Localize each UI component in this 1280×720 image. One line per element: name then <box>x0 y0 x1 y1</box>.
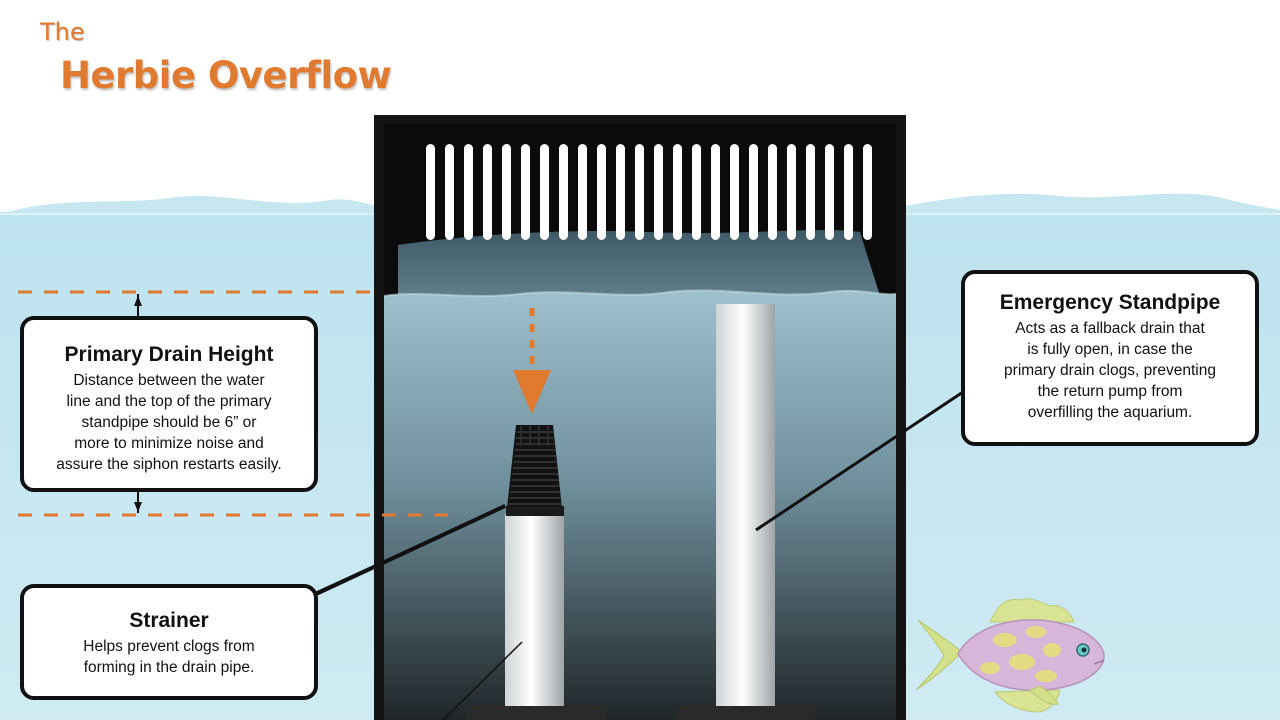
comb-slot <box>863 144 872 240</box>
comb-slot <box>483 144 492 240</box>
callout-line: Distance between the water <box>73 372 265 389</box>
callout-line: Helps prevent clogs from <box>83 638 255 655</box>
comb-slot <box>559 144 568 240</box>
comb-slot <box>426 144 435 240</box>
primary-drain-height-markers <box>18 290 460 517</box>
comb-slot <box>597 144 606 240</box>
callout-body: Distance between the water line and the … <box>24 370 314 475</box>
fish-illustration <box>915 598 1105 713</box>
callout-line: overfilling the aquarium. <box>1027 404 1193 421</box>
comb-slot <box>844 144 853 240</box>
comb-slot <box>673 144 682 240</box>
page-title: Herbie Overflow <box>60 54 392 97</box>
callout-line: more to minimize noise and <box>74 435 264 452</box>
strainer <box>506 425 564 516</box>
comb-slot <box>825 144 834 240</box>
comb-slot <box>616 144 625 240</box>
comb-slot <box>635 144 644 240</box>
flow-arrow <box>513 308 551 414</box>
primary-drain-height-callout: Primary Drain Height Distance between th… <box>20 316 318 492</box>
callout-heading: Emergency Standpipe <box>999 291 1221 314</box>
callout-line: the return pump from <box>1037 383 1183 400</box>
comb-slot <box>806 144 815 240</box>
callout-line: is fully open, in case the <box>1027 341 1193 358</box>
callout-line: assure the siphon restarts easily. <box>56 456 282 473</box>
callout-body: Helps prevent clogs from forming in the … <box>24 636 314 678</box>
comb-slot <box>578 144 587 240</box>
comb-slot <box>540 144 549 240</box>
comb-slot <box>730 144 739 240</box>
callout-heading: Primary Drain Height <box>64 343 274 366</box>
comb-slot <box>768 144 777 240</box>
callout-heading: Strainer <box>129 609 209 632</box>
title-prefix: The <box>40 18 85 46</box>
comb-slot <box>749 144 758 240</box>
callout-body: Acts as a fallback drain that is fully o… <box>965 318 1255 423</box>
comb-slot <box>445 144 454 240</box>
comb-slot <box>692 144 701 240</box>
primary-standpipe <box>466 514 606 720</box>
leader-lines <box>315 390 964 720</box>
comb-slot <box>654 144 663 240</box>
strainer-callout: Strainer Helps prevent clogs from formin… <box>20 584 318 700</box>
overflow-comb <box>426 144 872 240</box>
emergency-standpipe-callout: Emergency Standpipe Acts as a fallback d… <box>961 270 1259 446</box>
comb-slot <box>464 144 473 240</box>
comb-slot <box>711 144 720 240</box>
emergency-standpipe <box>676 304 816 720</box>
comb-slot <box>787 144 796 240</box>
callout-line: Acts as a fallback drain that <box>1015 320 1205 337</box>
callout-line: forming in the drain pipe. <box>83 659 255 676</box>
callout-line: line and the top of the primary <box>66 393 272 410</box>
callout-line: standpipe should be 6” or <box>81 414 257 431</box>
callout-line: primary drain clogs, preventing <box>1004 362 1216 379</box>
comb-slot <box>502 144 511 240</box>
comb-slot <box>521 144 530 240</box>
